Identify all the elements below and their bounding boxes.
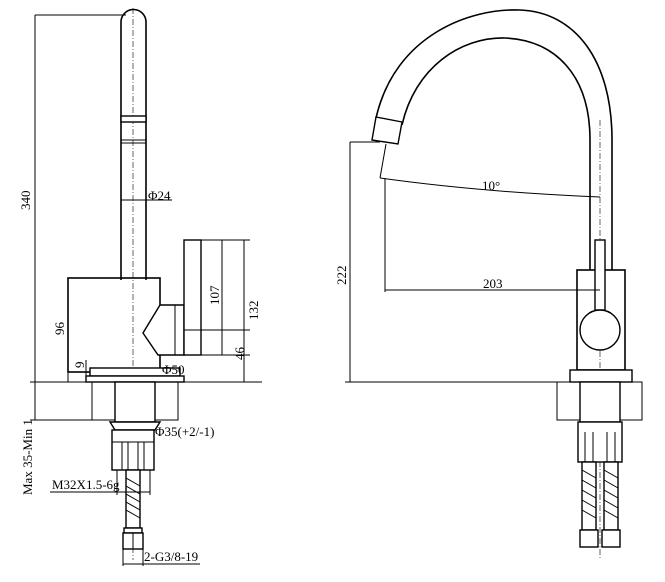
front-view: 222 10° 203: [334, 9, 643, 560]
counter-right: [154, 381, 179, 421]
dim-46: 46: [232, 347, 247, 361]
dim-tube-diameter: Φ24: [148, 188, 171, 203]
dim-222: 222: [334, 266, 349, 286]
front-handle: [594, 239, 606, 311]
dim-thread: M32X1.5-6g: [52, 477, 120, 492]
body: [67, 277, 161, 373]
spout-inner: [401, 37, 591, 270]
shank: [114, 381, 156, 423]
dim-203: 203: [483, 276, 503, 291]
spout-outer: [375, 9, 613, 270]
tube-ring: [120, 115, 147, 123]
dim-107: 107: [207, 285, 222, 305]
side-view: 340 Φ24 107 132 46 96 9 Φ50 Max 35-Min 1…: [18, 8, 262, 566]
lever-joint: [142, 304, 185, 356]
dim-swivel-angle: 10°: [482, 178, 500, 193]
mounting-nut: [111, 429, 155, 471]
aerator: [371, 116, 403, 145]
dim-96: 96: [52, 322, 67, 336]
dimensions-side: 340 Φ24 107 132 46 96 9 Φ50 Max 35-Min 1…: [18, 14, 262, 566]
dim-base-diameter: Φ50: [162, 362, 185, 377]
dimensions-front: 222 10° 203: [334, 141, 601, 383]
handle: [183, 239, 202, 356]
counter-left: [91, 381, 116, 421]
dim-132: 132: [246, 301, 261, 321]
dim-shank-diameter: Φ35(+2/-1): [155, 424, 214, 439]
vertical-tube: [120, 8, 147, 280]
handle-hub: [579, 309, 621, 351]
dim-340: 340: [18, 191, 33, 211]
dim-counter-thickness: Max 35-Min 1: [20, 419, 35, 495]
dim-hose-connector: 2-G3/8-19: [144, 549, 198, 564]
dim-9: 9: [72, 362, 87, 369]
hoses: [579, 461, 621, 548]
